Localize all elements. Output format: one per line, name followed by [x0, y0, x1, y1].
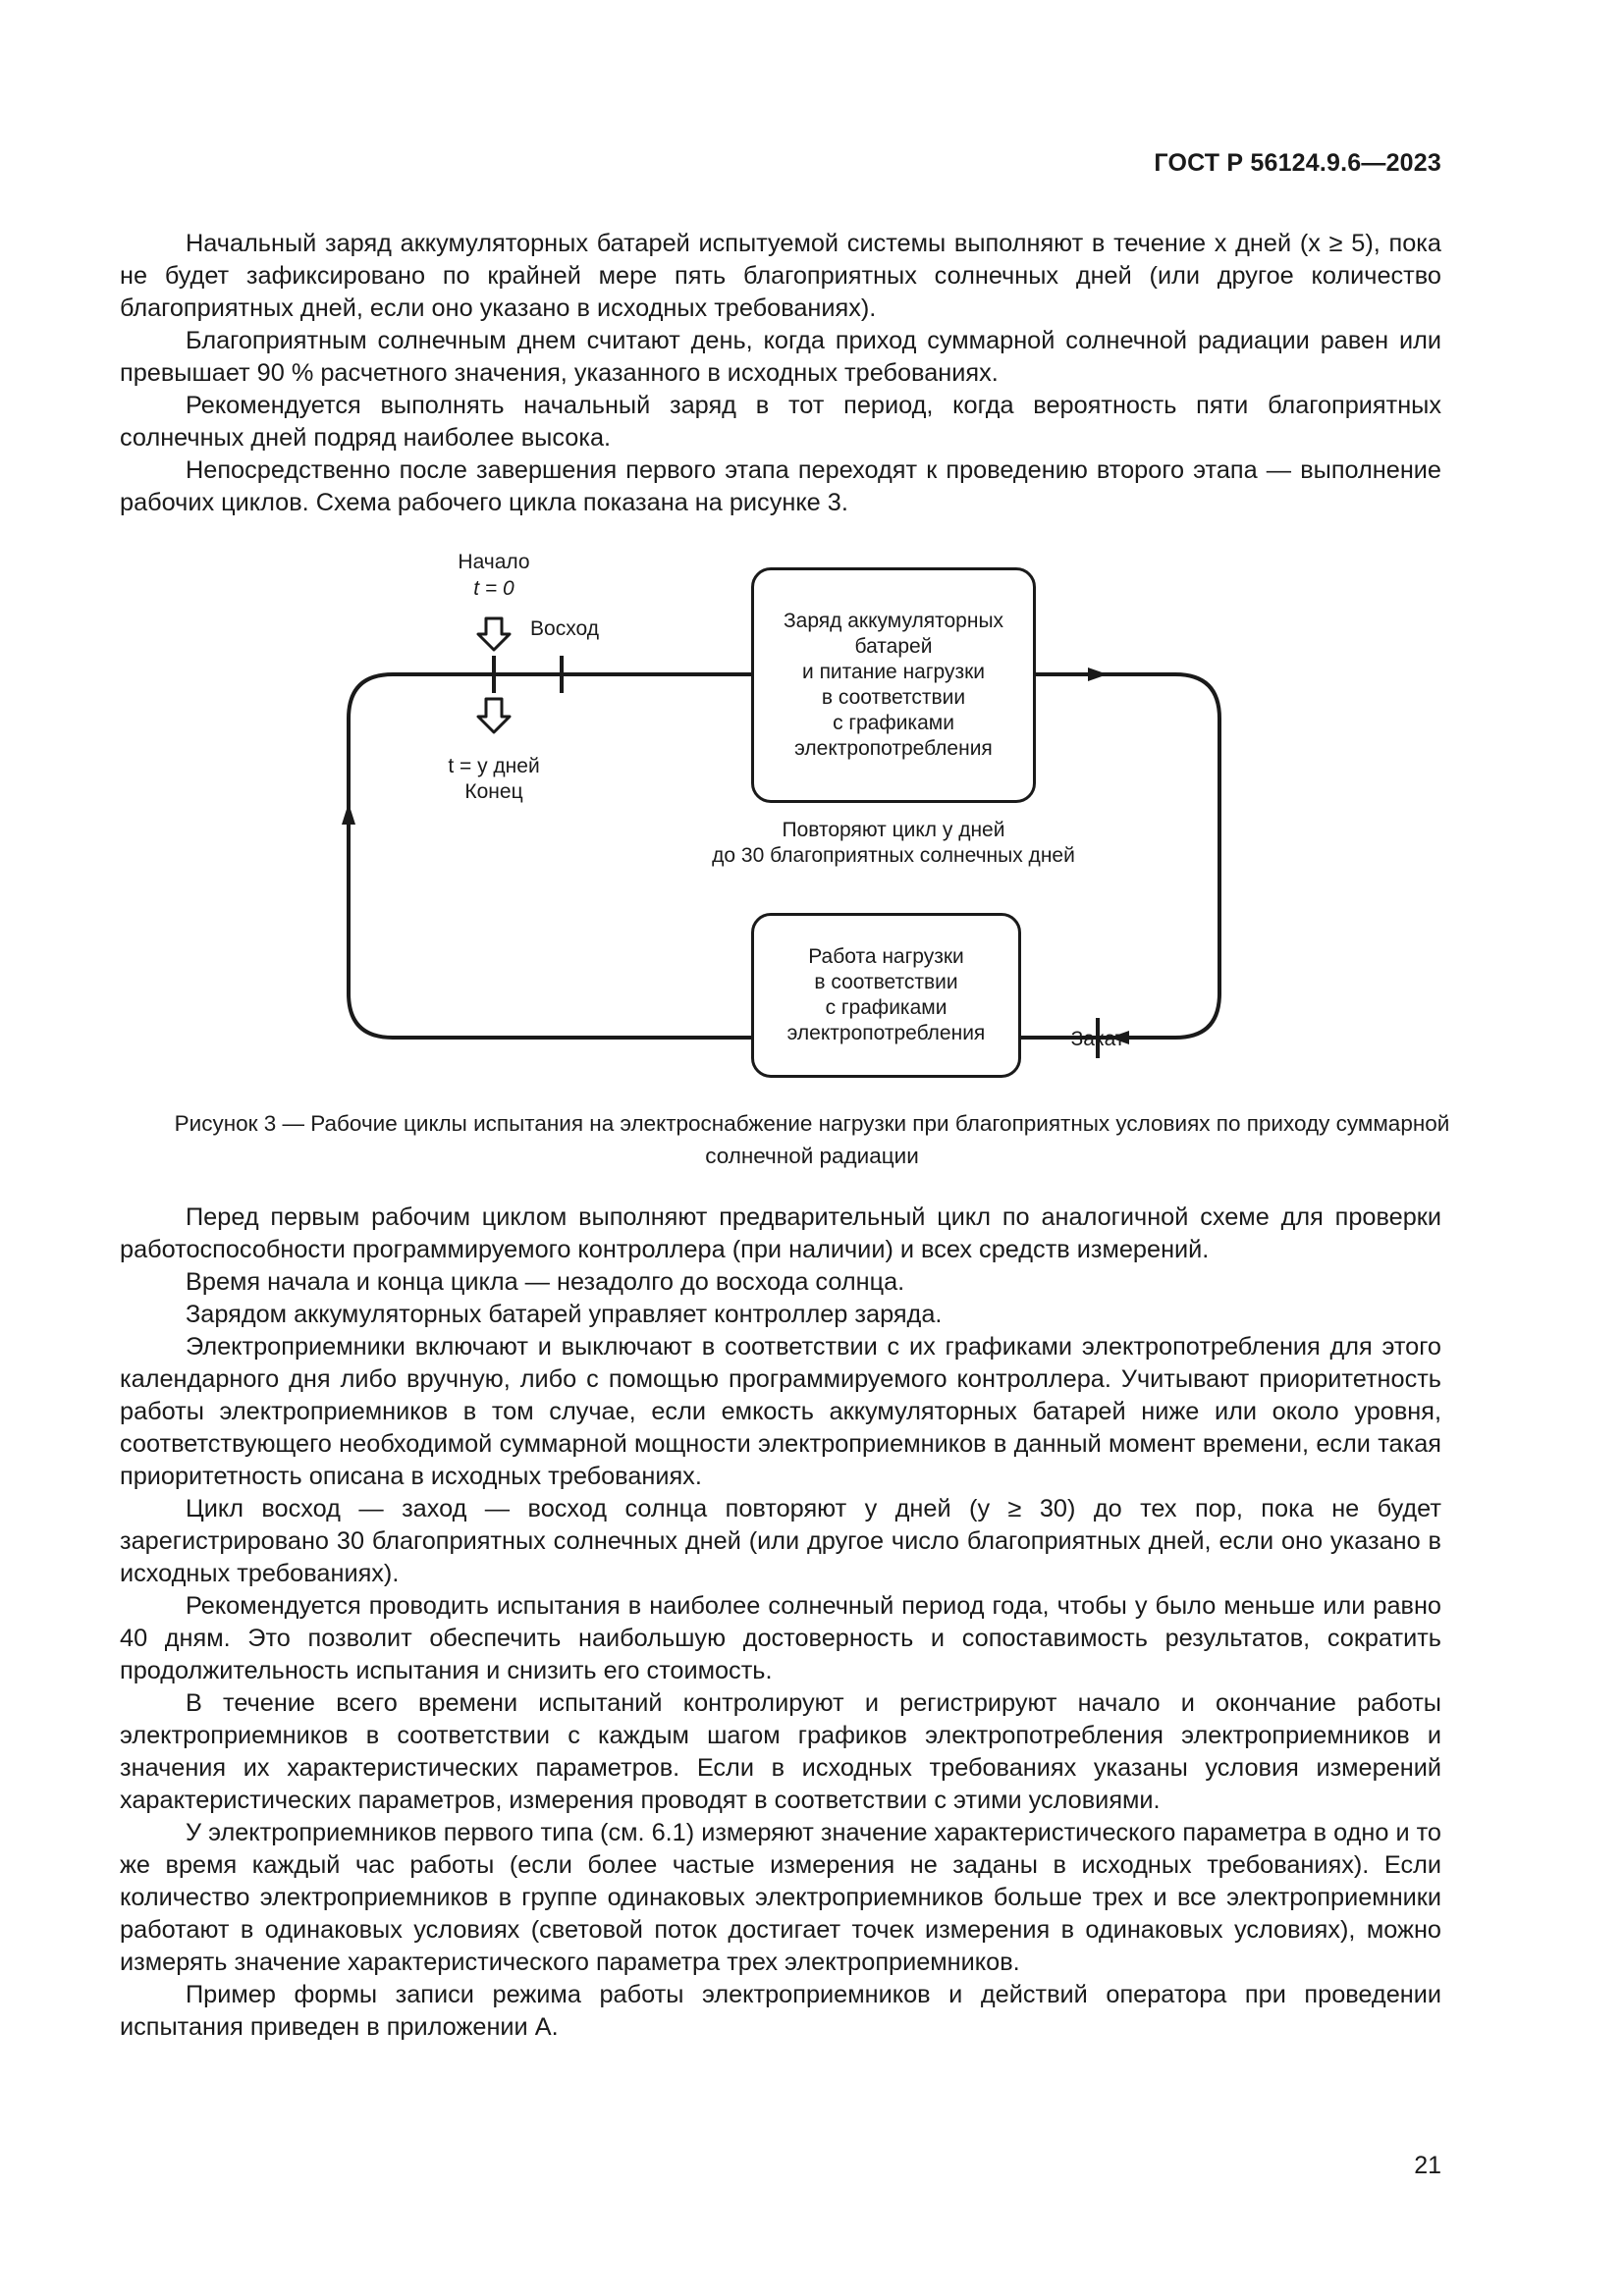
arrow-right-top: [1088, 667, 1108, 681]
repeat-condition-label: до 30 благоприятных солнечных дней: [712, 844, 1075, 867]
start-label: Начало: [458, 551, 530, 573]
paragraph: В течение всего времени испытаний контро…: [120, 1689, 1441, 1814]
end-down-arrow: [476, 697, 512, 734]
paragraph: Зарядом аккумуляторных батарей управляет…: [186, 1301, 943, 1328]
start-time-label: t = 0: [473, 577, 514, 600]
paragraph: Благоприятным солнечным днем считают ден…: [120, 327, 1441, 387]
paragraph: Время начала и конца цикла — незадолго д…: [186, 1268, 905, 1296]
figure-caption: Рисунок 3 — Рабочие циклы испытания на э…: [174, 1111, 1450, 1168]
cycle-loop-path-right: [1019, 672, 1221, 1040]
end-label: Конец: [464, 780, 523, 803]
paragraph: Непосредственно после завершения первого…: [120, 456, 1441, 516]
load-box-text: Работа нагрузки в соответствии с графика…: [786, 945, 986, 1044]
paragraph: Начальный заряд аккумуляторных батарей и…: [120, 230, 1441, 322]
load-box: Работа нагрузки в соответствии с графика…: [751, 913, 1021, 1078]
paragraph: Рекомендуется проводить испытания в наиб…: [120, 1592, 1441, 1684]
arrow-up-left: [342, 803, 355, 825]
page-number: 21: [1414, 2152, 1441, 2179]
cycle-loop-path: [347, 672, 754, 1040]
charge-box-text: Заряд аккумуляторных батарей и питание н…: [783, 610, 1004, 760]
charge-box: Заряд аккумуляторных батарей и питание н…: [751, 567, 1036, 803]
top-text-block: Начальный заряд аккумуляторных батарей и…: [120, 228, 1441, 519]
arrow-left-bottom: [1110, 1031, 1129, 1044]
paragraph: Электроприемники включают и выключают в …: [120, 1333, 1441, 1490]
document-header: ГОСТ Р 56124.9.6—2023: [1154, 149, 1441, 177]
cycle-diagram-lines: [342, 616, 1221, 1058]
repeat-label: Повторяют цикл y дней: [782, 819, 1005, 841]
paragraph: Рекомендуется выполнять начальный заряд …: [120, 392, 1441, 452]
paragraph: Пример формы записи режима работы электр…: [120, 1981, 1441, 2041]
bottom-text-block: Перед первым рабочим циклом выполняют пр…: [120, 1201, 1441, 2044]
start-down-arrow: [476, 616, 512, 652]
sunset-label: Закат: [1070, 1028, 1125, 1050]
paragraph: Цикл восход — заход — восход солнца повт…: [120, 1495, 1441, 1587]
end-time-label: t = y дней: [448, 755, 540, 777]
paragraph: Перед первым рабочим циклом выполняют пр…: [120, 1203, 1441, 1263]
figure-3-diagram: Начало t = 0 Восход t = y дней Конец Зар…: [0, 540, 1624, 1080]
sunrise-label: Восход: [530, 617, 599, 640]
paragraph: У электроприемников первого типа (см. 6.…: [120, 1819, 1441, 1976]
